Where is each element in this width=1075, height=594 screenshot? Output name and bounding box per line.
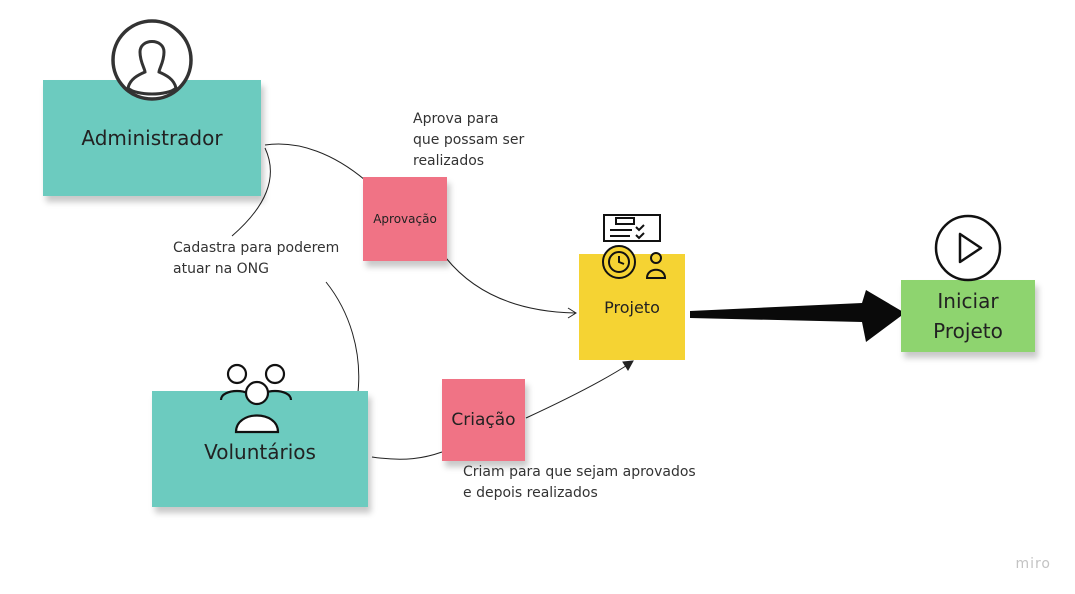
note-criacao-text: Criação xyxy=(451,410,516,430)
note-iniciar-projeto[interactable]: Iniciar Projeto xyxy=(901,280,1035,352)
big-arrow-projeto-to-iniciar xyxy=(690,290,905,342)
label-criam: Criam para que sejam aprovados e depois … xyxy=(463,464,696,501)
note-aprovacao-text: Aprovação xyxy=(373,212,437,226)
label-aprova: Aprova para que possam ser realizados xyxy=(413,111,525,169)
note-aprovacao[interactable]: Aprovação xyxy=(363,177,447,261)
note-voluntarios[interactable]: Voluntários xyxy=(152,391,368,507)
connector-criacao-to-projeto xyxy=(525,361,633,419)
play-icon xyxy=(934,214,1002,282)
connector-cadastra-to-voluntarios xyxy=(325,281,360,393)
label-cadastra: Cadastra para poderem atuar na ONG xyxy=(173,240,340,277)
user-icon xyxy=(110,18,194,102)
connector-voluntarios-to-criacao xyxy=(371,451,443,460)
note-iniciar-projeto-text: Iniciar Projeto xyxy=(933,289,1003,343)
note-voluntarios-text: Voluntários xyxy=(204,440,316,464)
miro-watermark: miro xyxy=(1015,556,1051,572)
connector-admin-to-aprovacao xyxy=(264,143,366,181)
connector-arrowhead-projeto xyxy=(567,307,577,319)
note-criacao[interactable]: Criação xyxy=(442,379,525,461)
project-management-icon xyxy=(594,212,670,290)
group-icon xyxy=(217,360,297,435)
connector-aprovacao-to-projeto xyxy=(445,257,576,314)
note-administrador-text: Administrador xyxy=(81,126,223,150)
note-administrador[interactable]: Administrador xyxy=(43,80,261,196)
note-projeto-text: Projeto xyxy=(604,297,660,317)
connector-admin-to-cadastra xyxy=(231,147,271,237)
connector-arrowhead-criacao xyxy=(622,360,634,371)
